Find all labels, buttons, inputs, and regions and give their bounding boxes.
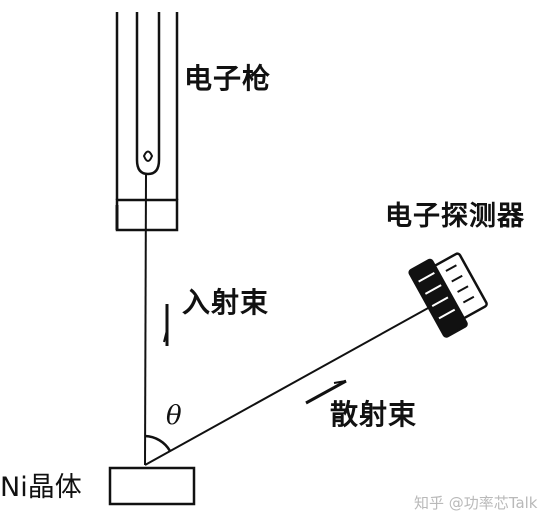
gun-inner-cathode bbox=[135, 12, 161, 176]
angle-theta-label: θ bbox=[166, 401, 182, 431]
crystal-label: Ni晶体 bbox=[0, 472, 82, 503]
scattered-beam-line bbox=[144, 296, 449, 466]
incident-beam-label: 入射束 bbox=[182, 286, 270, 319]
electron-detector-label: 电子探测器 bbox=[385, 201, 525, 232]
scattered-beam-label: 散射束 bbox=[330, 398, 418, 431]
incident-arrow bbox=[163, 304, 169, 346]
electron-detector bbox=[408, 252, 488, 338]
ni-crystal-block bbox=[108, 466, 196, 506]
scatter-arrow bbox=[305, 379, 347, 405]
gun-filament bbox=[142, 150, 154, 162]
electron-gun-label: 电子枪 bbox=[184, 62, 272, 95]
angle-arc bbox=[144, 434, 172, 452]
gun-aperture-block bbox=[115, 198, 179, 232]
watermark-text: 知乎 @功率芯Talk bbox=[414, 494, 538, 512]
incident-beam-line bbox=[144, 173, 147, 466]
electron-gun bbox=[115, 12, 179, 232]
